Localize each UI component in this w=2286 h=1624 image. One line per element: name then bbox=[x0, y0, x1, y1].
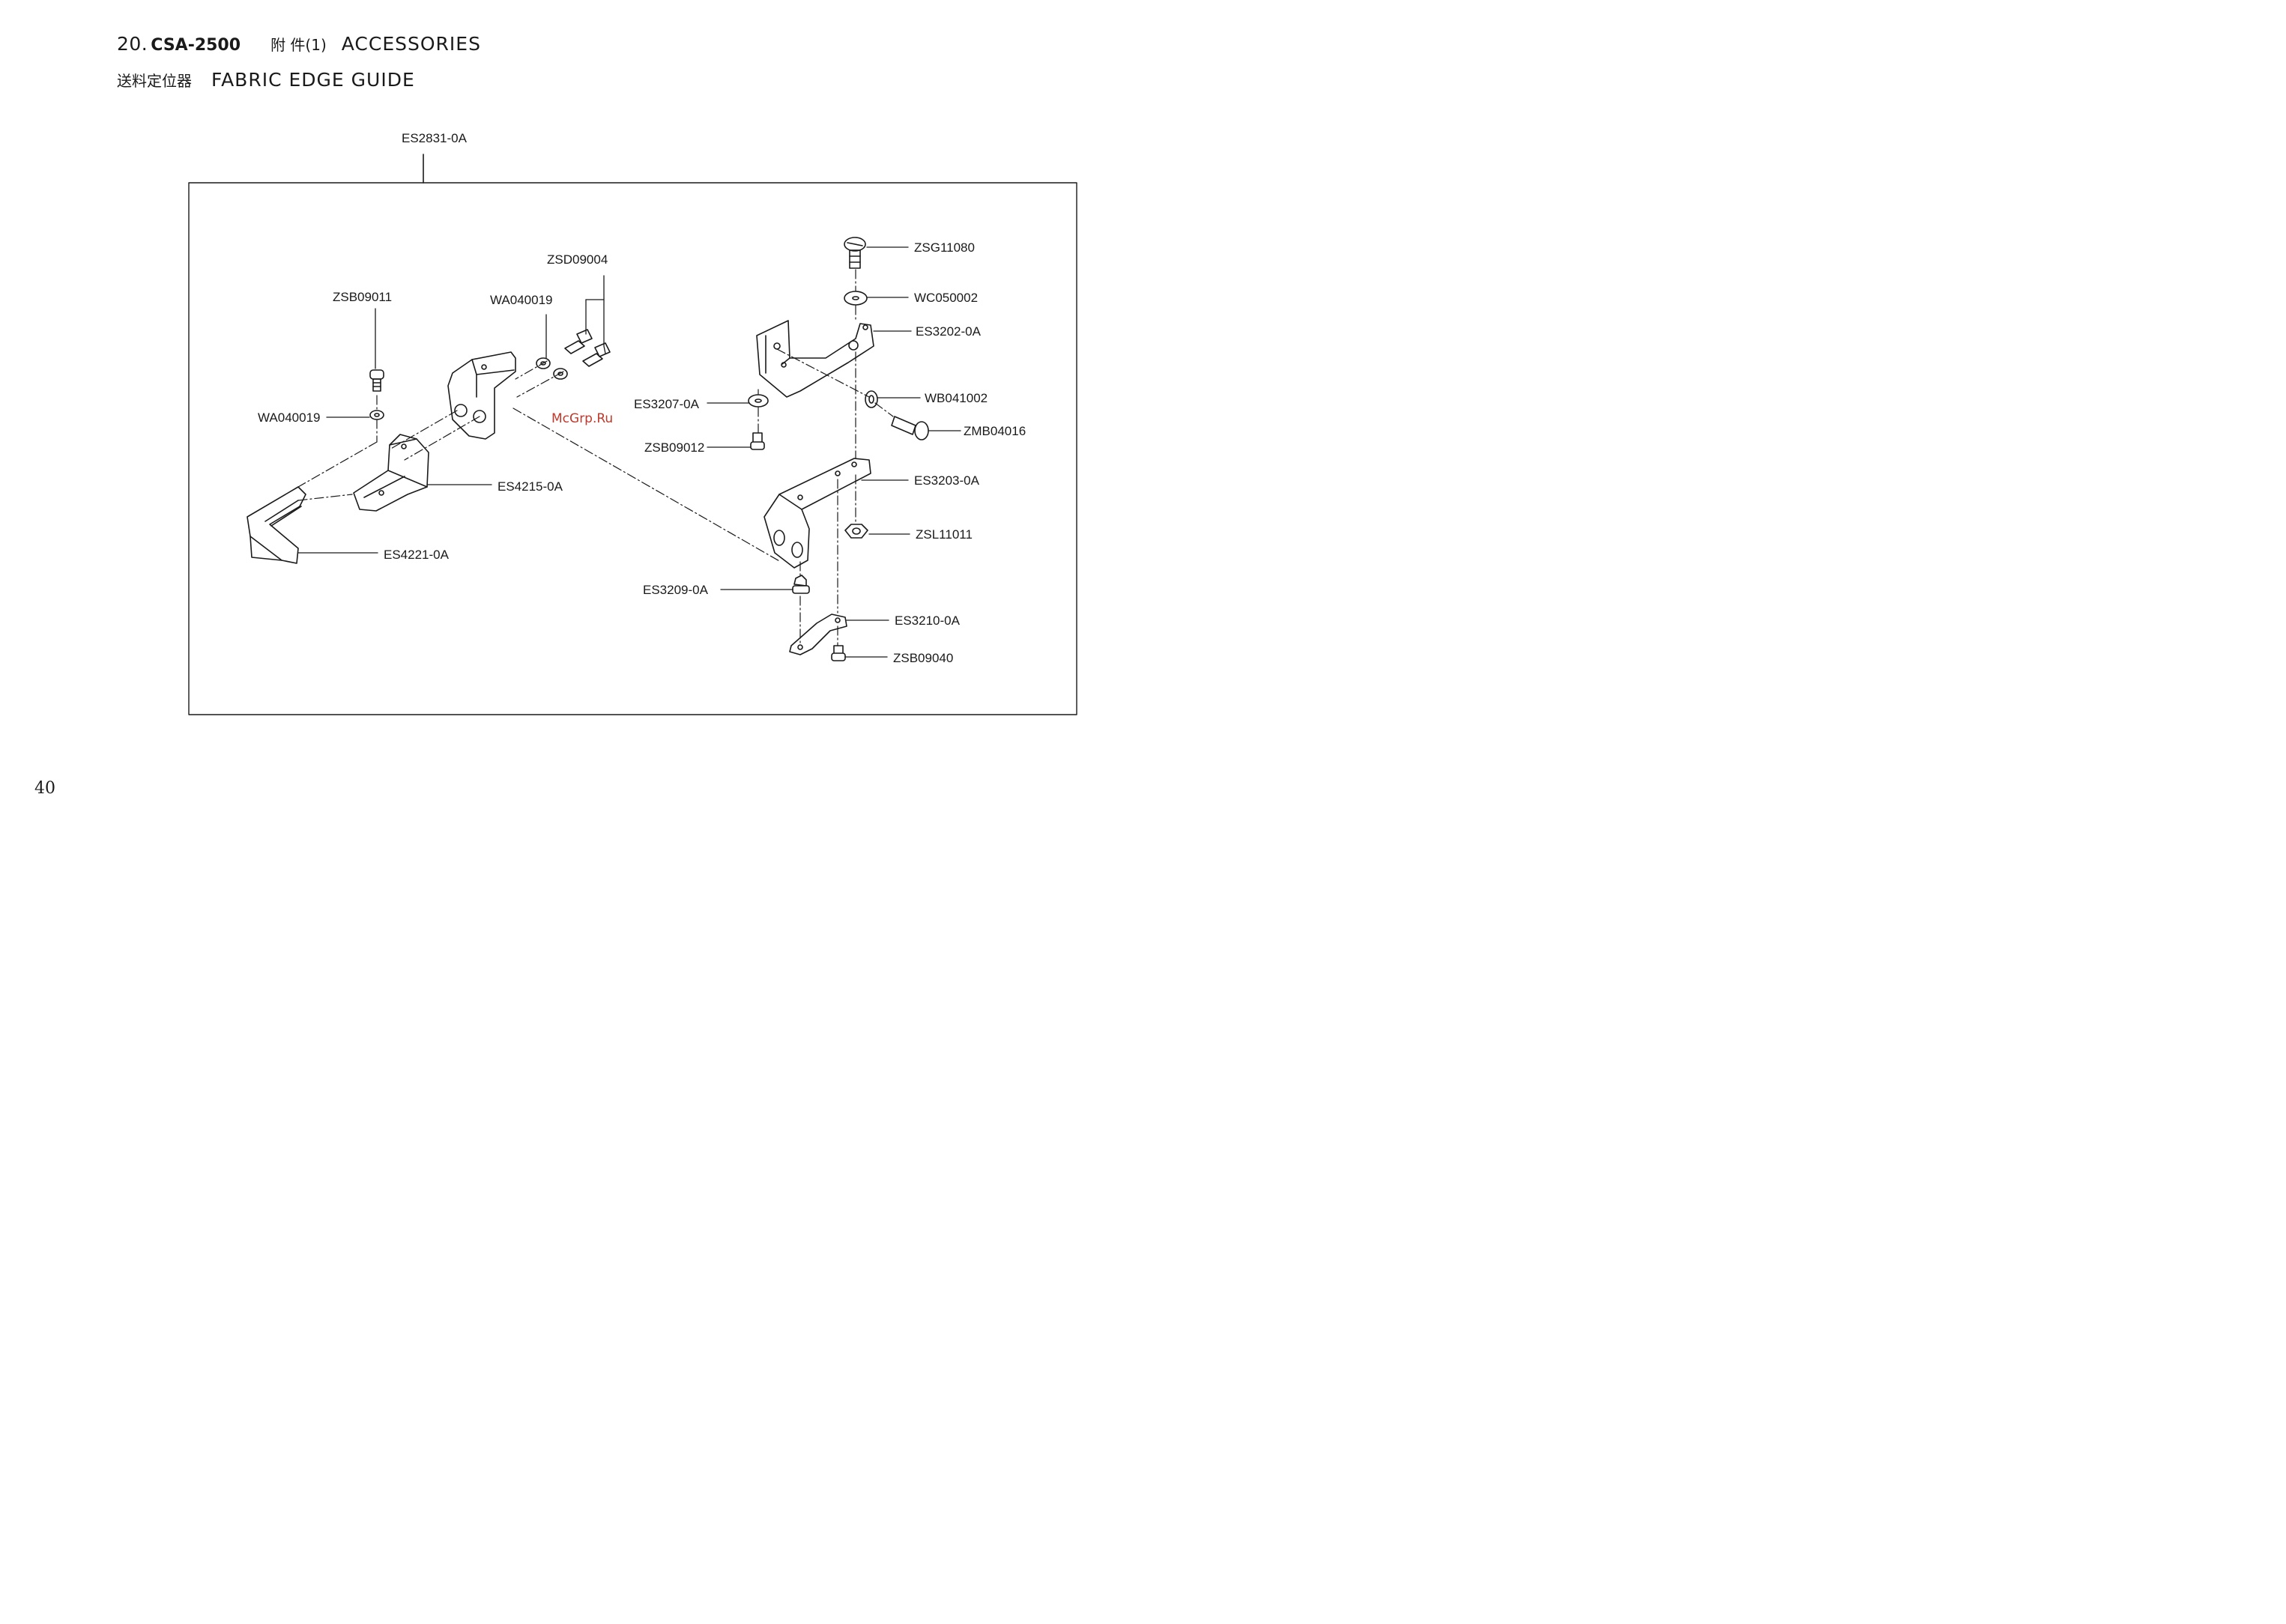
nut-zsl11011 bbox=[845, 524, 868, 538]
washer-wa040019-c-hole bbox=[375, 413, 379, 416]
label-es3202: ES3202-0A bbox=[916, 324, 982, 339]
spacer-es3207 bbox=[749, 395, 768, 407]
label-wa040019-left: WA040019 bbox=[258, 410, 320, 425]
screw-zsb09012 bbox=[751, 433, 764, 449]
screw-zsb09011 bbox=[370, 370, 384, 391]
label-zsb09040: ZSB09040 bbox=[893, 651, 953, 665]
label-zsg11080: ZSG11080 bbox=[914, 240, 975, 255]
label-zsb09011: ZSB09011 bbox=[333, 290, 392, 304]
label-es4215: ES4215-0A bbox=[498, 479, 563, 494]
washer-wa040019-b bbox=[554, 369, 567, 379]
screw-zmb04016 bbox=[892, 416, 928, 440]
screw-zsd09004-a bbox=[565, 330, 592, 354]
assembly-part-label: ES2831-0A bbox=[402, 131, 468, 145]
page-number: 40 bbox=[34, 779, 55, 798]
bracket-es4215 bbox=[354, 434, 429, 511]
label-es3203: ES3203-0A bbox=[914, 473, 980, 488]
washer-wc050002 bbox=[844, 291, 867, 305]
watermark: McGrp.Ru bbox=[551, 411, 613, 426]
screw-zsb09040 bbox=[832, 646, 845, 661]
guide-es4221 bbox=[247, 487, 306, 563]
exploded-parts-diagram: ES2831-0A bbox=[0, 0, 1163, 826]
label-wc050002: WC050002 bbox=[914, 291, 978, 305]
screw-zsd09004-b bbox=[583, 343, 610, 366]
screw-zsg11080 bbox=[844, 237, 865, 268]
assembly-frame bbox=[189, 183, 1077, 715]
label-es3210: ES3210-0A bbox=[895, 613, 961, 628]
label-zsd09004: ZSD09004 bbox=[547, 252, 608, 267]
label-es3207: ES3207-0A bbox=[634, 397, 700, 411]
washer-wb041002-hole bbox=[869, 396, 874, 403]
label-es4221: ES4221-0A bbox=[384, 548, 450, 562]
washer-wb041002 bbox=[865, 391, 877, 407]
upper-left-bracket bbox=[448, 352, 515, 439]
label-zsl11011: ZSL11011 bbox=[916, 527, 973, 542]
pin-es3209 bbox=[793, 575, 809, 593]
label-zmb04016: ZMB04016 bbox=[964, 424, 1026, 438]
label-wb041002: WB041002 bbox=[925, 391, 988, 405]
washer-wa040019-c bbox=[370, 410, 384, 419]
label-es3209: ES3209-0A bbox=[643, 583, 709, 597]
label-wa040019-top: WA040019 bbox=[490, 293, 552, 307]
label-zsb09012: ZSB09012 bbox=[644, 440, 704, 455]
bracket-es3203 bbox=[764, 458, 871, 568]
assembly-lines-left bbox=[298, 361, 781, 562]
